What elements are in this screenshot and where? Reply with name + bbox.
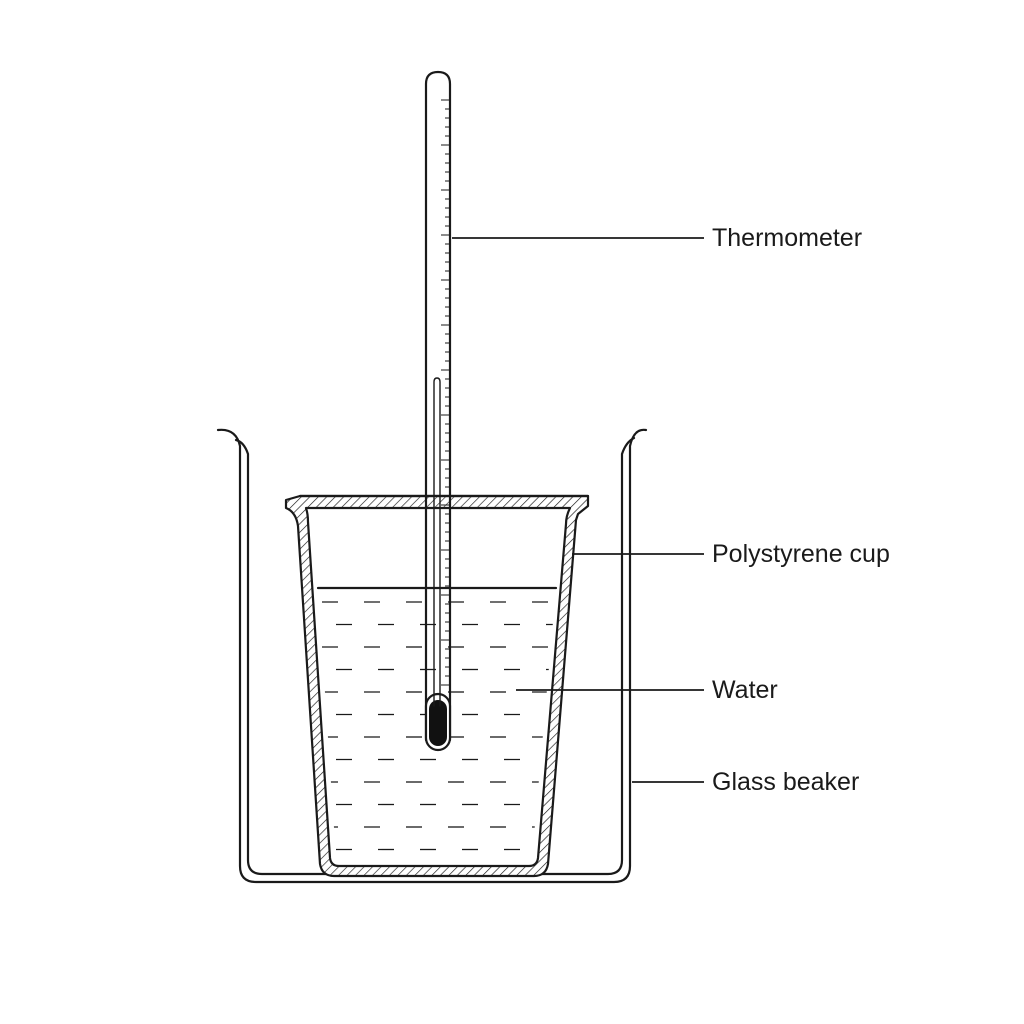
cup-wall <box>284 494 590 878</box>
polystyrene-cup-label: Polystyrene cup <box>712 540 890 568</box>
polystyrene-cup <box>284 494 590 878</box>
glass-beaker-label: Glass beaker <box>712 768 860 796</box>
thermometer <box>424 70 452 752</box>
thermometer-scale <box>441 99 450 686</box>
thermometer-bulb <box>429 700 447 746</box>
thermometer-label: Thermometer <box>712 224 863 252</box>
mercury-column <box>433 377 441 707</box>
water-label: Water <box>712 676 778 704</box>
thermometer-tube <box>424 70 452 742</box>
